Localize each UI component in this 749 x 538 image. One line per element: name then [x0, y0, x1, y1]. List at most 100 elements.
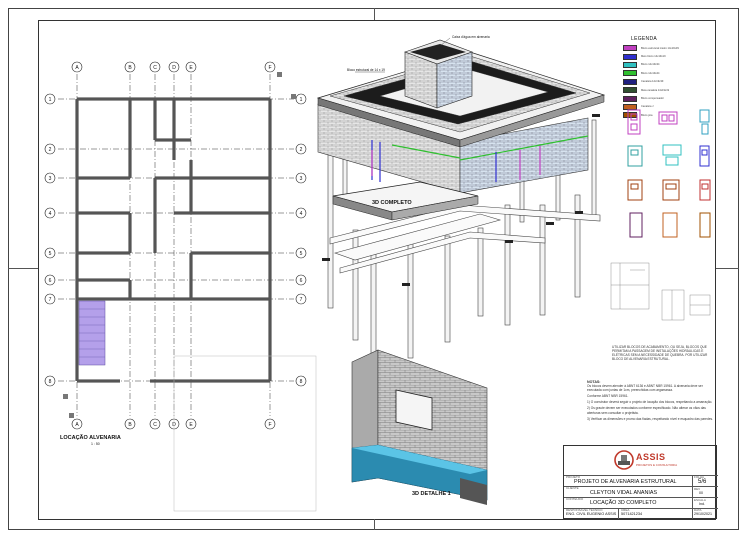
legend-item: Bloco 14x19x44 [623, 69, 713, 77]
company-tagline: PROJETOS E CONSULTORIA [636, 463, 678, 467]
legend-item: Meio bloco 14x19x19 [623, 52, 713, 60]
label-registry: CREA [621, 508, 630, 512]
notes: NOTAS: Os blocos devem atender à ABNT 61… [587, 380, 713, 423]
grid-column-label: C [153, 65, 157, 71]
3d-complete-title: 3D COMPLETO [372, 200, 412, 206]
grid-column-bubble: C [149, 61, 161, 73]
note-paragraph: 2) Os graute devem ser executados confor… [587, 406, 706, 415]
grid-row-bubble: 6 [295, 274, 307, 286]
masonry-wall [189, 253, 193, 299]
legend-item-label: Bloco jota [641, 113, 653, 117]
grid-row-label: 1 [300, 97, 303, 103]
grid-column-label: C [153, 422, 157, 428]
grid-row-bubble: 7 [295, 293, 307, 305]
grid-row-label: 5 [300, 251, 303, 257]
grid-row-bubble: 7 [44, 293, 56, 305]
legend-item-label: Bloco 14x19x34 [641, 63, 660, 67]
grid-row-bubble: 5 [295, 247, 307, 259]
grid-row-label: 3 [300, 176, 303, 182]
grid-row-bubble: 5 [44, 247, 56, 259]
border-tick [716, 268, 739, 269]
notes-title: NOTAS: [587, 380, 601, 384]
legend-item-label: Meio bloco 14x19x19 [641, 55, 666, 59]
grid-column-bubble: C [149, 418, 161, 430]
plan-title: LOCAÇÃO ALVENARIA [60, 435, 121, 441]
scale-value: Ind. [699, 502, 705, 506]
grid-column-bubble: B [124, 61, 136, 73]
grid-row-label: 4 [300, 211, 303, 217]
marker-square [277, 72, 282, 77]
legend-item-label: Bloco estrutural inteiro 14x19x39 [641, 46, 679, 50]
grid-column-label: F [268, 422, 271, 428]
content-name: LOCAÇÃO 3D COMPLETO [590, 500, 657, 506]
company-name: ASSIS [636, 452, 666, 462]
grid-row-label: 4 [49, 211, 52, 217]
grid-row-label: 2 [300, 147, 303, 153]
border-tick [374, 8, 375, 20]
masonry-wall [128, 99, 132, 178]
grid-row-bubble: 3 [295, 172, 307, 184]
masonry-wall [77, 379, 120, 383]
masonry-wall [155, 176, 270, 180]
legend: LEGENDA Bloco estrutural inteiro 14x19x3… [623, 36, 713, 120]
legend-swatch [623, 61, 637, 68]
masonry-wall [153, 178, 157, 253]
legend-swatch [623, 53, 637, 60]
note-upper: UTILIZAR BLOCOS DE ACABAMENTO, OU SEJA, … [612, 345, 708, 361]
legend-item-label: Meia canaleta 14x19x19 [641, 88, 670, 92]
masonry-wall [128, 213, 132, 253]
grid-row-bubble: 3 [44, 172, 56, 184]
grid-column-bubble: D [168, 61, 180, 73]
masonry-wall [77, 251, 130, 255]
grid-row-bubble: 8 [44, 375, 56, 387]
grid-column-label: D [172, 65, 176, 71]
grid-row-label: 2 [49, 147, 52, 153]
grid-column-bubble: B [124, 418, 136, 430]
legend-item: Bloco estrutural inteiro 14x19x39 [623, 44, 713, 52]
grid-row-label: 1 [49, 97, 52, 103]
note-paragraph: 1) O construtor deverá seguir o projeto … [587, 400, 713, 405]
masonry-wall [189, 160, 193, 213]
drawing-border [38, 20, 716, 520]
masonry-wall [75, 99, 79, 381]
masonry-wall [268, 99, 272, 381]
legend-swatch [623, 45, 637, 52]
label-revision: REV [694, 487, 701, 491]
plan-scale: 1 : 50 [91, 442, 100, 446]
label-sheet: FOLHA [694, 475, 705, 479]
grid-row-label: 7 [49, 297, 52, 303]
masonry-wall [77, 211, 130, 215]
note-paragraph: 3) Verificar as dimensões e prumo das fi… [587, 416, 713, 421]
masonry-wall [150, 379, 270, 383]
grid-row-label: 7 [300, 297, 303, 303]
legend-item-label: Canaleta 14x19x39 [641, 80, 664, 84]
legend-swatch [623, 87, 637, 94]
grid-row-bubble: 2 [44, 143, 56, 155]
border-tick [374, 519, 375, 530]
grid-row-label: 8 [300, 379, 303, 385]
label-content: CONTEÚDO [566, 497, 584, 501]
masonry-wall [191, 251, 270, 255]
masonry-wall [77, 278, 130, 282]
detail-window-opening [395, 389, 433, 431]
grid-row-bubble: 6 [44, 274, 56, 286]
masonry-wall [172, 99, 176, 160]
callout-block: Bloco estrutural de 14 x 19 [347, 68, 385, 72]
legend-item: Meia canaleta 14x19x19 [623, 86, 713, 94]
client-name: CLEYTON VIDAL ANANIAS [590, 490, 658, 496]
sheet-number: 5/6 [698, 479, 707, 485]
legend-title: LEGENDA [631, 36, 657, 42]
label-date: DATA [694, 508, 702, 512]
marker-square [291, 94, 296, 99]
title-block: PROJETO PROJETO DE ALVENARIA ESTRUTURAL … [563, 445, 718, 519]
grid-column-bubble: A [71, 418, 83, 430]
legend-item: Bloco 14x19x34 [623, 61, 713, 69]
masonry-wall [153, 99, 157, 140]
marker-square [63, 394, 68, 399]
legend-item: Canaleta 14x19x39 [623, 78, 713, 86]
revision-number: 00 [699, 491, 703, 495]
stair-block [78, 300, 106, 366]
viewport-outline [173, 355, 317, 512]
